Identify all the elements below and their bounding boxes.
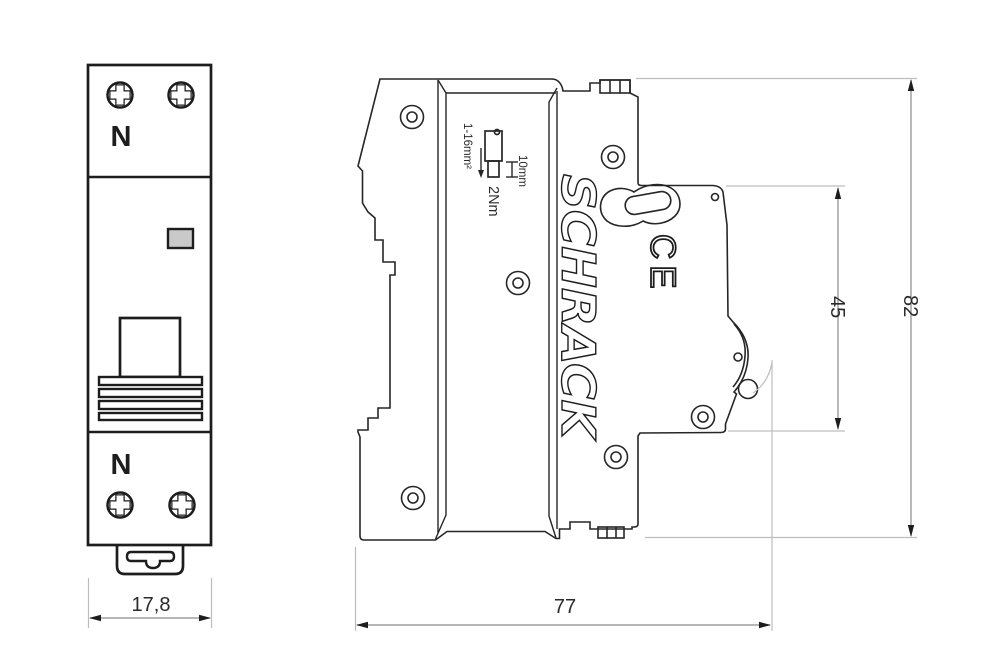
screw-icon bbox=[106, 491, 134, 519]
mounting-hole bbox=[600, 144, 626, 170]
dimension-label-45: 45 bbox=[826, 296, 848, 318]
terminal-guard bbox=[732, 323, 759, 400]
total-height-dimension: 82 bbox=[636, 77, 921, 539]
schrack-logo: SCHRACK bbox=[551, 174, 605, 442]
screw-icon bbox=[167, 81, 195, 109]
status-indicator-window bbox=[166, 227, 195, 250]
terminal-pictogram bbox=[478, 128, 518, 178]
front-width-dimension: 17,8 bbox=[87, 578, 213, 628]
arrowhead bbox=[356, 621, 368, 629]
mounting-hole bbox=[400, 485, 426, 511]
test-button bbox=[737, 378, 759, 400]
din-slider-block bbox=[597, 526, 625, 539]
mounting-hole bbox=[603, 444, 629, 470]
leader-curve bbox=[752, 362, 773, 394]
dimension-label-82: 82 bbox=[899, 295, 921, 317]
front-view: N N bbox=[86, 63, 213, 576]
screw-icon bbox=[168, 491, 196, 519]
din-clip-tab bbox=[115, 545, 185, 576]
arrowhead bbox=[89, 614, 101, 622]
dimension-label-77: 77 bbox=[554, 596, 576, 618]
mounting-hole bbox=[399, 104, 425, 130]
dimension-label-width: 17,8 bbox=[132, 594, 171, 616]
torque-label: 2Nm bbox=[485, 186, 501, 217]
screw-icon bbox=[106, 81, 134, 109]
pivot-pin bbox=[710, 192, 720, 202]
arrowhead bbox=[478, 170, 484, 178]
din-clip-slot bbox=[125, 550, 176, 570]
lever-height-dimension: 45 bbox=[726, 185, 848, 432]
toggle-ribs bbox=[97, 375, 204, 422]
arrowhead bbox=[199, 614, 211, 622]
strip-length-label: 10mm bbox=[516, 155, 528, 187]
arrowhead bbox=[759, 621, 771, 629]
din-slider-block bbox=[599, 79, 631, 94]
neutral-label-top: N bbox=[111, 121, 132, 153]
depth-dimension: 77 bbox=[354, 360, 773, 631]
mounting-hole bbox=[690, 404, 716, 430]
toggle-lever bbox=[118, 316, 182, 379]
side-body-outline bbox=[357, 78, 749, 541]
mounting-hole bbox=[505, 270, 531, 296]
front-body-outline bbox=[86, 63, 213, 547]
arrowhead bbox=[907, 79, 915, 91]
strip-length-ticks bbox=[506, 161, 518, 178]
ce-mark-icon: CE bbox=[643, 234, 682, 295]
arrowhead bbox=[907, 525, 915, 537]
wire-range-label: 1-16mm² bbox=[461, 123, 473, 169]
arrowhead bbox=[834, 187, 842, 199]
arrowhead bbox=[834, 418, 842, 430]
toggle-lever-side bbox=[599, 183, 681, 228]
side-view: 1-16mm² 10mm 2Nm SCHRACK CE bbox=[357, 78, 773, 541]
housing-rim-lines bbox=[434, 79, 558, 540]
neutral-label-bottom: N bbox=[111, 449, 132, 481]
lever-slot bbox=[624, 190, 672, 216]
